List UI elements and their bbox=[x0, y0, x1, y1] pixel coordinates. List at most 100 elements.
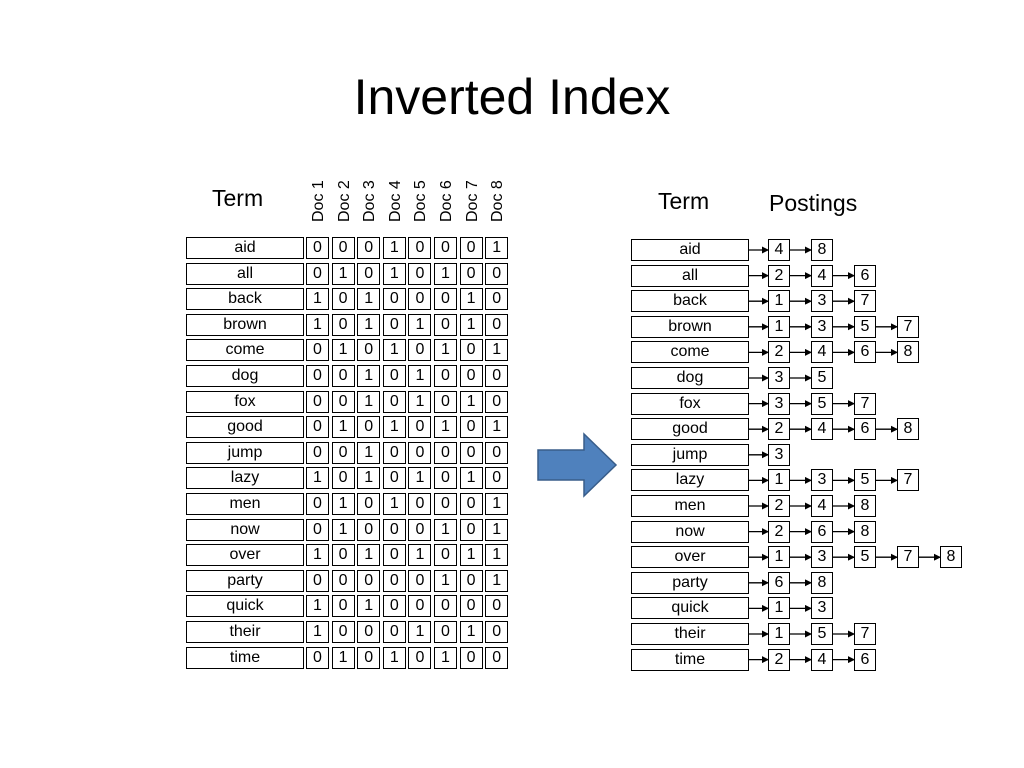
posting-node: 3 bbox=[768, 392, 790, 415]
posting-node: 8 bbox=[811, 239, 833, 261]
posting-node: 3 bbox=[811, 315, 833, 338]
index-term-over: over bbox=[631, 546, 749, 569]
matrix-cell: 0 bbox=[331, 621, 355, 643]
matrix-cell: 1 bbox=[331, 416, 355, 439]
posting-node: 6 bbox=[811, 520, 833, 543]
matrix-cell: 0 bbox=[331, 544, 355, 567]
matrix-cell: 0 bbox=[434, 365, 457, 387]
matrix-cell: 1 bbox=[434, 646, 457, 669]
posting-node: 1 bbox=[768, 469, 790, 492]
matrix-cell: 1 bbox=[331, 518, 355, 541]
matrix-cell: 0 bbox=[306, 390, 329, 413]
index-term-brown: brown bbox=[631, 315, 749, 338]
matrix-cell: 1 bbox=[459, 467, 483, 490]
posting-node: 4 bbox=[811, 341, 833, 364]
matrix-cell: 0 bbox=[485, 467, 509, 490]
matrix-cell: 0 bbox=[306, 493, 329, 515]
posting-node: 6 bbox=[854, 341, 876, 364]
posting-node: 1 bbox=[768, 290, 790, 313]
matrix-cell: 1 bbox=[485, 339, 509, 362]
matrix-cell: 1 bbox=[408, 467, 432, 490]
matrix-cell: 0 bbox=[434, 544, 457, 567]
matrix-term-their: their bbox=[186, 621, 304, 643]
matrix-cell: 1 bbox=[408, 365, 432, 387]
matrix-cell: 0 bbox=[306, 339, 329, 362]
index-term-now: now bbox=[631, 520, 749, 543]
posting-node: 7 bbox=[897, 469, 919, 492]
posting-node: 2 bbox=[768, 495, 790, 517]
matrix-cell: 0 bbox=[382, 518, 406, 541]
matrix-cell: 0 bbox=[459, 569, 483, 592]
matrix-cell: 1 bbox=[485, 544, 509, 567]
posting-node: 8 bbox=[854, 495, 876, 517]
matrix-cell: 0 bbox=[485, 390, 509, 413]
matrix-term-lazy: lazy bbox=[186, 467, 304, 490]
matrix-cell: 0 bbox=[382, 441, 406, 464]
index-term-good: good bbox=[631, 418, 749, 441]
matrix-cell: 1 bbox=[459, 621, 483, 643]
matrix-cell: 0 bbox=[331, 313, 355, 336]
matrix-cell: 0 bbox=[331, 390, 355, 413]
slide-title: Inverted Index bbox=[353, 69, 671, 125]
matrix-cell: 0 bbox=[331, 365, 355, 387]
posting-node: 8 bbox=[854, 520, 876, 543]
posting-node: 5 bbox=[811, 623, 833, 645]
posting-node: 7 bbox=[854, 392, 876, 415]
posting-node: 7 bbox=[854, 623, 876, 645]
matrix-cell: 0 bbox=[459, 416, 483, 439]
index-term-their: their bbox=[631, 623, 749, 645]
posting-node: 7 bbox=[854, 290, 876, 313]
posting-node: 4 bbox=[811, 418, 833, 441]
posting-node: 6 bbox=[768, 571, 790, 594]
matrix-cell: 0 bbox=[408, 441, 432, 464]
posting-node: 3 bbox=[811, 546, 833, 569]
matrix-cell: 1 bbox=[306, 621, 329, 643]
matrix-term-party: party bbox=[186, 569, 304, 592]
matrix-cell: 0 bbox=[485, 595, 509, 618]
matrix-term-fox: fox bbox=[186, 390, 304, 413]
matrix-cell: 1 bbox=[357, 467, 381, 490]
matrix-cell: 0 bbox=[382, 595, 406, 618]
matrix-cell: 0 bbox=[459, 595, 483, 618]
index-term-header: Term bbox=[658, 188, 710, 214]
matrix-cell: 1 bbox=[382, 416, 406, 439]
matrix-cell: 0 bbox=[408, 595, 432, 618]
matrix-cell: 1 bbox=[485, 493, 509, 515]
matrix-cell: 0 bbox=[459, 441, 483, 464]
matrix-cell: 0 bbox=[459, 518, 483, 541]
matrix-cell: 0 bbox=[459, 493, 483, 515]
matrix-cell: 0 bbox=[306, 569, 329, 592]
matrix-cell: 1 bbox=[434, 339, 457, 362]
posting-node: 2 bbox=[768, 520, 790, 543]
index-term-fox: fox bbox=[631, 392, 749, 415]
matrix-cell: 0 bbox=[382, 621, 406, 643]
matrix-cell: 1 bbox=[408, 544, 432, 567]
matrix-cell: 0 bbox=[408, 518, 432, 541]
matrix-term-dog: dog bbox=[186, 365, 304, 387]
matrix-cell: 0 bbox=[357, 262, 381, 285]
posting-node: 2 bbox=[768, 341, 790, 364]
matrix-cell: 1 bbox=[485, 569, 509, 592]
matrix-cell: 1 bbox=[306, 288, 329, 311]
index-term-men: men bbox=[631, 495, 749, 517]
index-term-lazy: lazy bbox=[631, 469, 749, 492]
posting-node: 4 bbox=[768, 239, 790, 261]
matrix-cell: 0 bbox=[306, 441, 329, 464]
posting-node: 5 bbox=[854, 469, 876, 492]
posting-node: 1 bbox=[768, 546, 790, 569]
matrix-cell: 0 bbox=[434, 441, 457, 464]
matrix-cell: 0 bbox=[485, 313, 509, 336]
matrix-cell: 0 bbox=[408, 262, 432, 285]
matrix-cell: 0 bbox=[357, 237, 381, 259]
matrix-cell: 0 bbox=[306, 416, 329, 439]
matrix-cell: 0 bbox=[485, 621, 509, 643]
matrix-term-aid: aid bbox=[186, 237, 304, 259]
posting-node: 6 bbox=[854, 264, 876, 287]
matrix-cell: 0 bbox=[306, 646, 329, 669]
posting-node: 5 bbox=[854, 315, 876, 338]
transform-arrow-icon bbox=[537, 432, 618, 498]
matrix-cell: 1 bbox=[357, 390, 381, 413]
matrix-cell: 1 bbox=[485, 518, 509, 541]
matrix-cell: 1 bbox=[485, 237, 509, 259]
matrix-cell: 1 bbox=[306, 313, 329, 336]
